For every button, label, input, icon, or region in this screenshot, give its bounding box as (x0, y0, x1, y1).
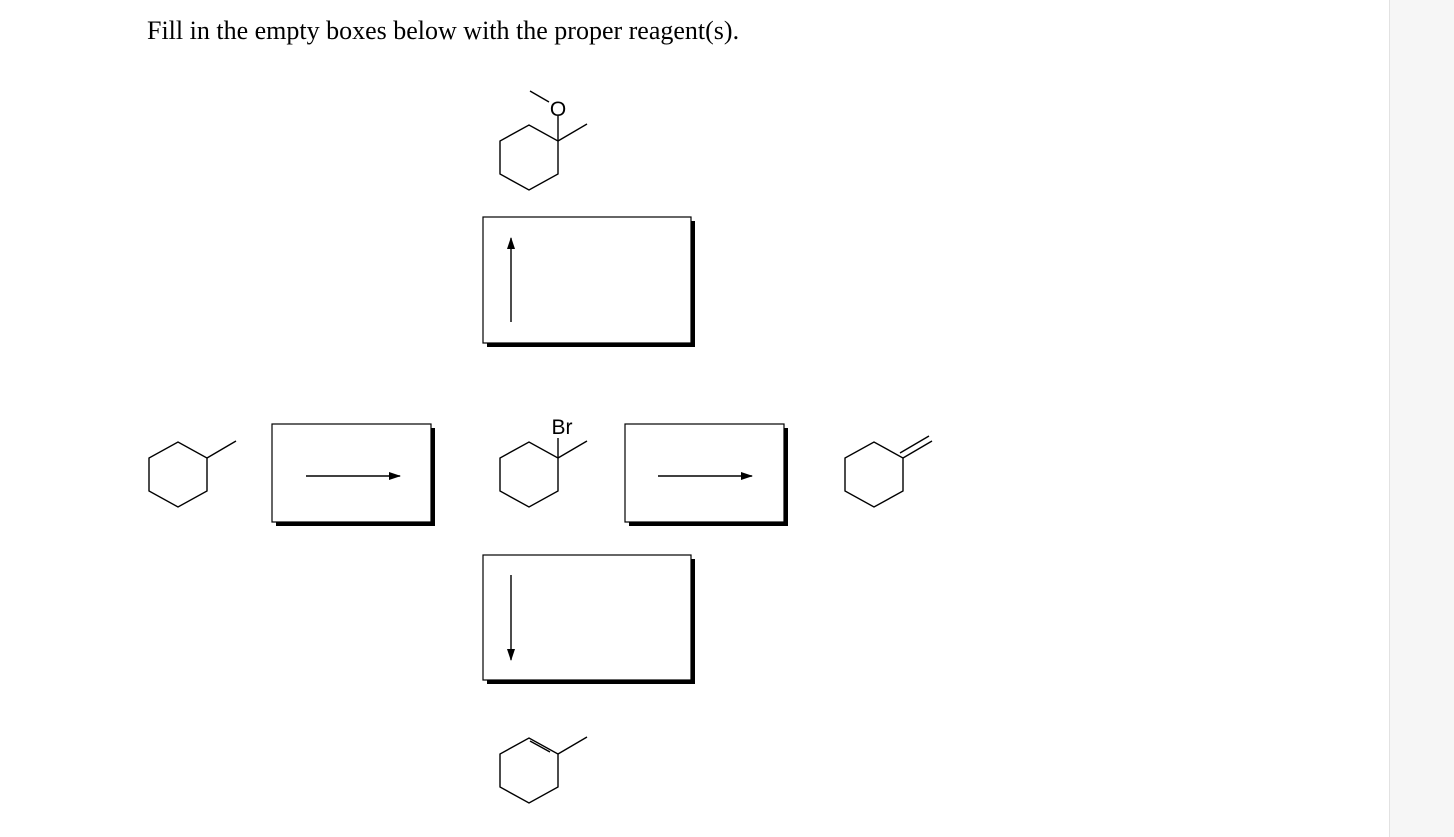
oxygen-label: O (550, 98, 566, 121)
side-panel (1389, 0, 1454, 837)
reagent-box-right[interactable] (624, 423, 788, 526)
question-text: Fill in the empty boxes below with the p… (147, 16, 740, 45)
bromine-label: Br (552, 416, 573, 439)
reagent-box-left[interactable] (271, 423, 435, 526)
methylenecyclohexane (844, 435, 933, 508)
methylcyclohexene (499, 736, 588, 804)
methoxy-methylcyclohexane (499, 90, 588, 191)
methylcyclohexane (148, 440, 237, 508)
reagent-box-bottom[interactable] (482, 554, 695, 684)
reaction-scheme: O Br (148, 90, 933, 804)
reagent-box-top[interactable] (482, 216, 695, 347)
bromo-methylcyclohexane (499, 438, 588, 508)
